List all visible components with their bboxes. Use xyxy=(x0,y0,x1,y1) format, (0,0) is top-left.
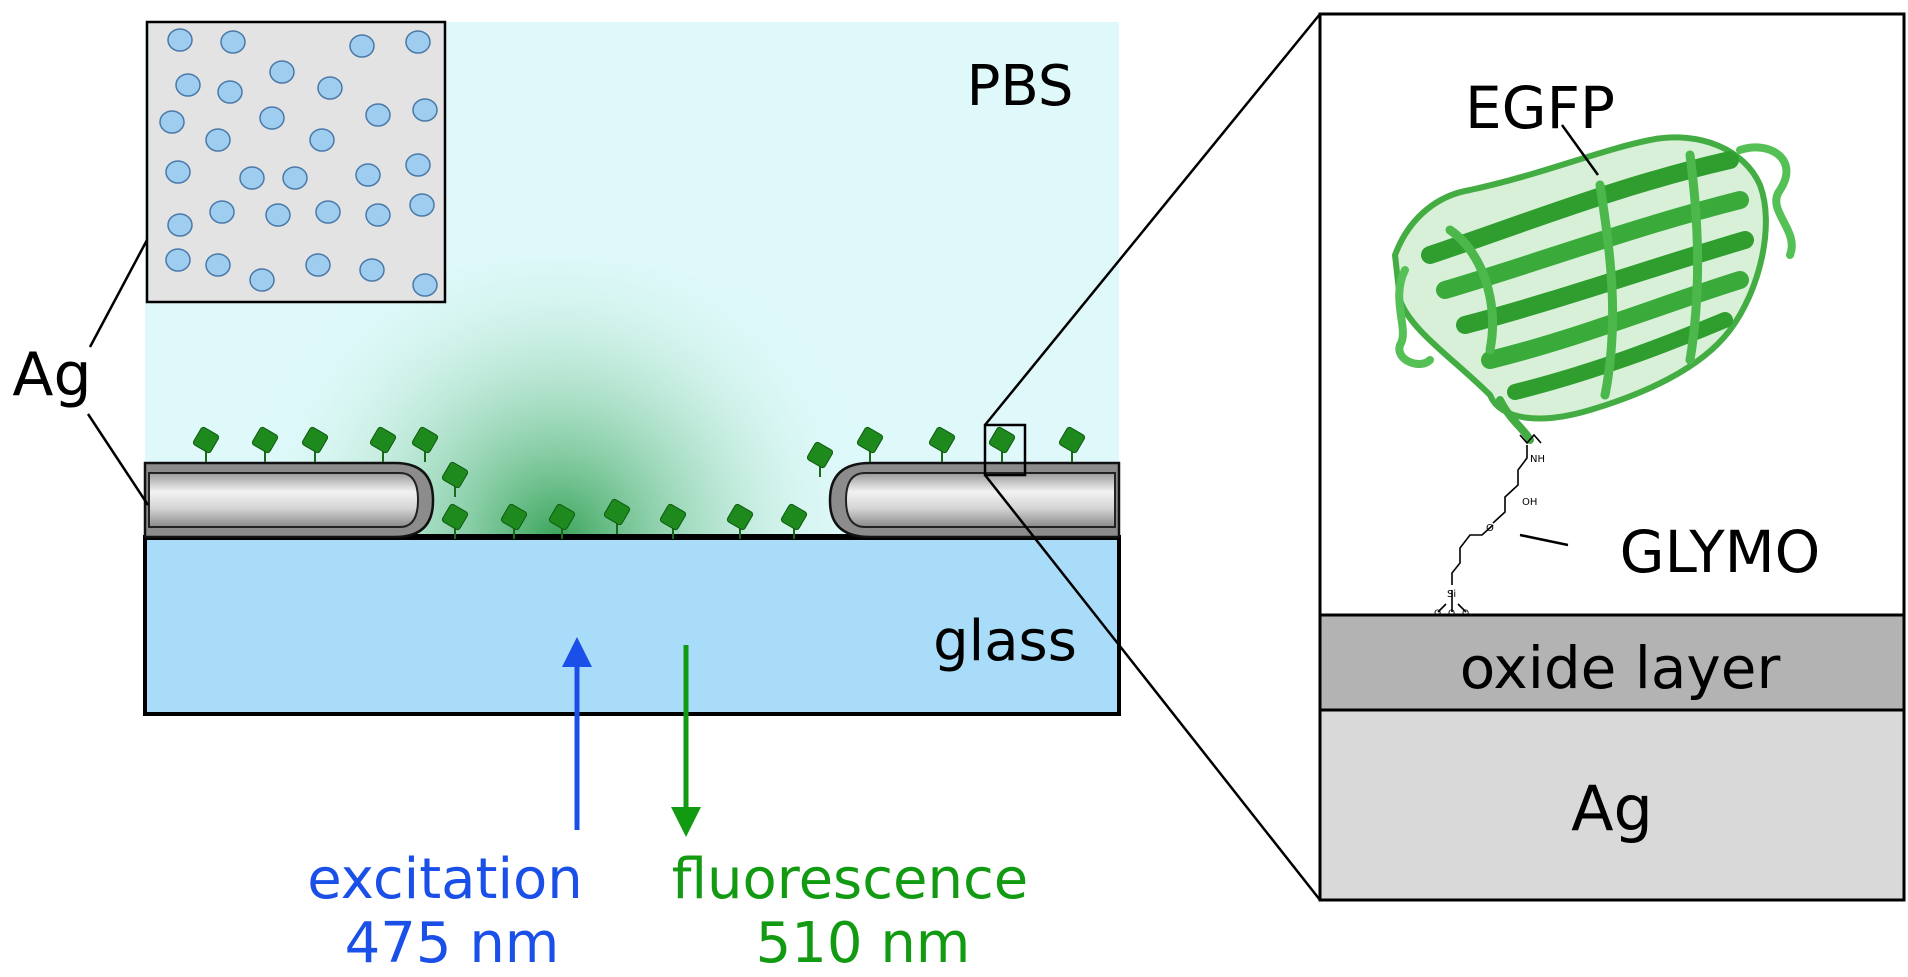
egfp-molecule xyxy=(192,426,220,462)
nanohole xyxy=(355,163,381,187)
ag-pointer-island xyxy=(86,413,150,506)
egfp-molecule xyxy=(301,426,329,462)
pbs-label: PBS xyxy=(967,54,1074,119)
egfp-molecule xyxy=(928,426,956,462)
ag-island-left xyxy=(143,461,435,539)
ag-island-right xyxy=(828,461,1121,539)
chem-o2: O xyxy=(1448,609,1455,619)
nanohole xyxy=(365,203,391,227)
nanohole xyxy=(239,166,265,190)
nanohole xyxy=(220,30,246,54)
nanohole-inset xyxy=(145,20,447,304)
egfp-molecule xyxy=(1058,426,1086,462)
nanohole xyxy=(167,213,193,237)
nanohole xyxy=(405,153,431,177)
nanohole xyxy=(165,160,191,184)
egfp-molecule xyxy=(726,503,754,539)
chem-si: Si xyxy=(1447,589,1456,600)
oxide-layer-label: oxide layer xyxy=(1460,634,1781,702)
glass-substrate xyxy=(143,535,1121,716)
egfp-molecule xyxy=(441,461,469,497)
zoom-box xyxy=(983,423,1027,477)
egfp-molecule xyxy=(780,503,808,539)
nanohole-pattern xyxy=(159,28,438,297)
egfp-molecule xyxy=(659,503,687,539)
fluorescence-label: fluorescence xyxy=(672,847,1028,912)
ag-right-label: Ag xyxy=(1571,772,1653,845)
nanohole xyxy=(412,273,438,297)
nanohole xyxy=(359,258,385,282)
nanohole xyxy=(412,98,438,122)
nanohole xyxy=(167,28,193,52)
nanohole xyxy=(209,200,235,224)
egfp-molecule xyxy=(603,498,631,534)
chem-nh: NH xyxy=(1530,454,1545,465)
excitation-label: excitation xyxy=(307,847,583,912)
chem-o1: O xyxy=(1434,609,1441,619)
zoom-panel: oxide layer Ag EGFP NH OH xyxy=(1318,12,1906,902)
nanohole xyxy=(217,80,243,104)
egfp-structure xyxy=(1392,134,1796,444)
nanohole xyxy=(309,128,335,152)
nanohole xyxy=(405,30,431,54)
chem-oh: OH xyxy=(1522,497,1537,508)
zoom-line-top xyxy=(984,13,1321,426)
nanohole xyxy=(282,166,308,190)
nanohole xyxy=(315,200,341,224)
nanohole xyxy=(305,253,331,277)
nanohole xyxy=(175,73,201,97)
egfp-molecules xyxy=(192,426,1086,539)
glymo-pointer xyxy=(1519,533,1569,547)
oxide-layer xyxy=(1318,613,1906,712)
egfp-molecule xyxy=(251,426,279,462)
chem-o3: O xyxy=(1462,609,1469,619)
egfp-molecule xyxy=(500,503,528,539)
egfp-molecule xyxy=(441,503,469,539)
nanohole xyxy=(205,128,231,152)
egfp-molecule xyxy=(548,503,576,539)
nanohole xyxy=(265,203,291,227)
nanohole xyxy=(409,193,435,217)
egfp-pointer xyxy=(1560,124,1600,176)
fluorescence-wavelength: 510 nm xyxy=(756,911,971,973)
chem-o: O xyxy=(1486,523,1494,534)
zoom-line-bottom xyxy=(984,474,1321,901)
nanohole xyxy=(317,76,343,100)
nanohole xyxy=(159,110,185,134)
egfp-molecule xyxy=(806,441,834,477)
ag-left-label: Ag xyxy=(12,340,91,410)
egfp-molecule xyxy=(856,426,884,462)
glymo-label: GLYMO xyxy=(1620,518,1821,586)
glass-label: glass xyxy=(933,609,1077,674)
egfp-molecule xyxy=(369,426,397,462)
excitation-wavelength: 475 nm xyxy=(345,911,560,973)
nanohole xyxy=(205,253,231,277)
nanohole xyxy=(365,103,391,127)
nanohole xyxy=(349,34,375,58)
nanohole xyxy=(269,60,295,84)
nanohole xyxy=(165,248,191,272)
egfp-label: EGFP xyxy=(1465,74,1615,142)
ag-layer xyxy=(1318,708,1906,902)
nanohole xyxy=(249,268,275,292)
glymo-linker xyxy=(1437,433,1542,613)
egfp-molecule xyxy=(411,426,439,462)
ag-pointer-inset xyxy=(88,239,149,348)
egfp-molecule xyxy=(988,426,1016,462)
nanohole xyxy=(259,106,285,130)
